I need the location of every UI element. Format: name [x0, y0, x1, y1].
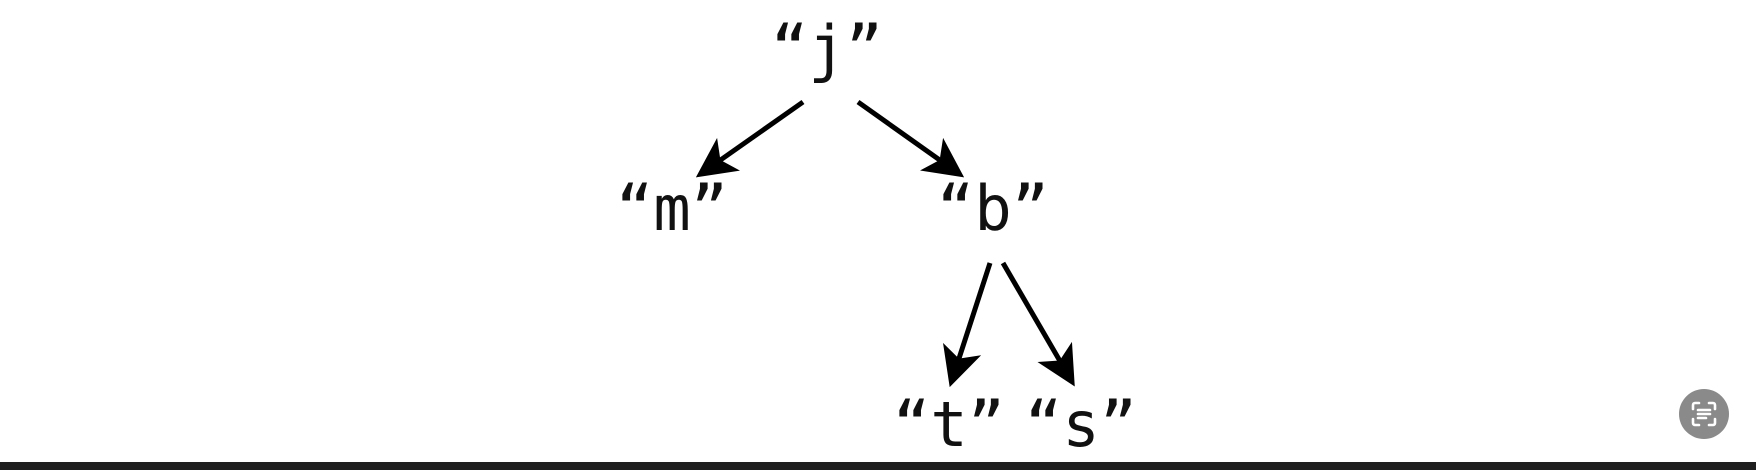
node-j: “j”	[771, 12, 883, 85]
node-s: “s”	[1025, 388, 1137, 461]
text-recognition-icon	[1691, 401, 1717, 427]
tree-edges	[695, 99, 1075, 388]
node-m: “m”	[616, 172, 728, 245]
node-t: “t”	[893, 388, 1005, 461]
edge-j-to-b	[856, 99, 965, 178]
edge-b-to-t	[943, 262, 993, 388]
bottom-edge-bar	[0, 462, 1756, 470]
edge-b-to-s	[1000, 261, 1075, 387]
edge-j-to-m	[695, 99, 805, 178]
node-b: “b”	[937, 172, 1049, 245]
tree-nodes: “j” “m” “b” “t” “s”	[616, 12, 1137, 461]
text-recognition-button[interactable]	[1679, 389, 1729, 439]
